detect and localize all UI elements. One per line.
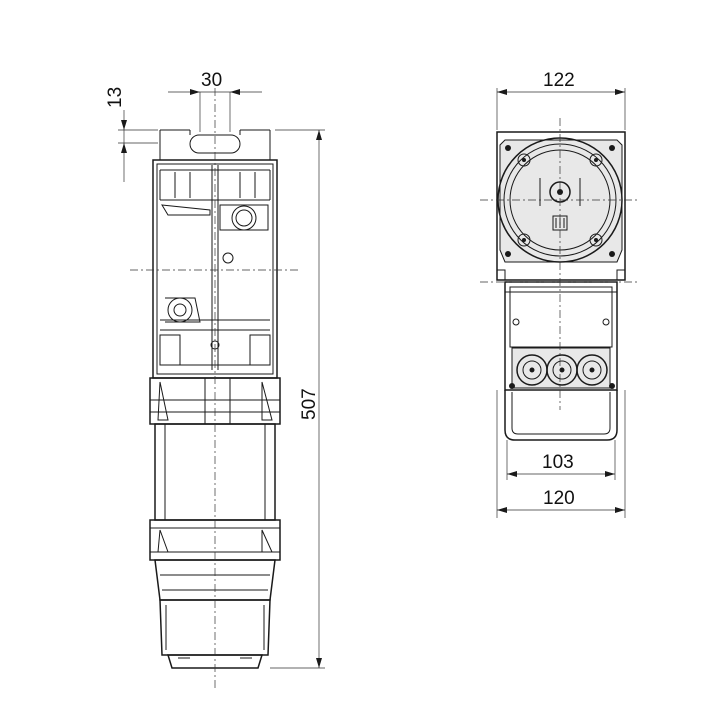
side-view: 30 13 507 — [105, 70, 325, 690]
dim-slot-width: 30 — [201, 70, 222, 91]
dim-top-height: 13 — [105, 87, 126, 108]
dim-base-width: 120 — [543, 488, 575, 509]
front-view: 122 103 120 — [480, 70, 640, 518]
dim-total-height: 507 — [299, 388, 320, 420]
dim-top-width: 122 — [543, 70, 575, 91]
dim-inner-width: 103 — [542, 452, 574, 473]
